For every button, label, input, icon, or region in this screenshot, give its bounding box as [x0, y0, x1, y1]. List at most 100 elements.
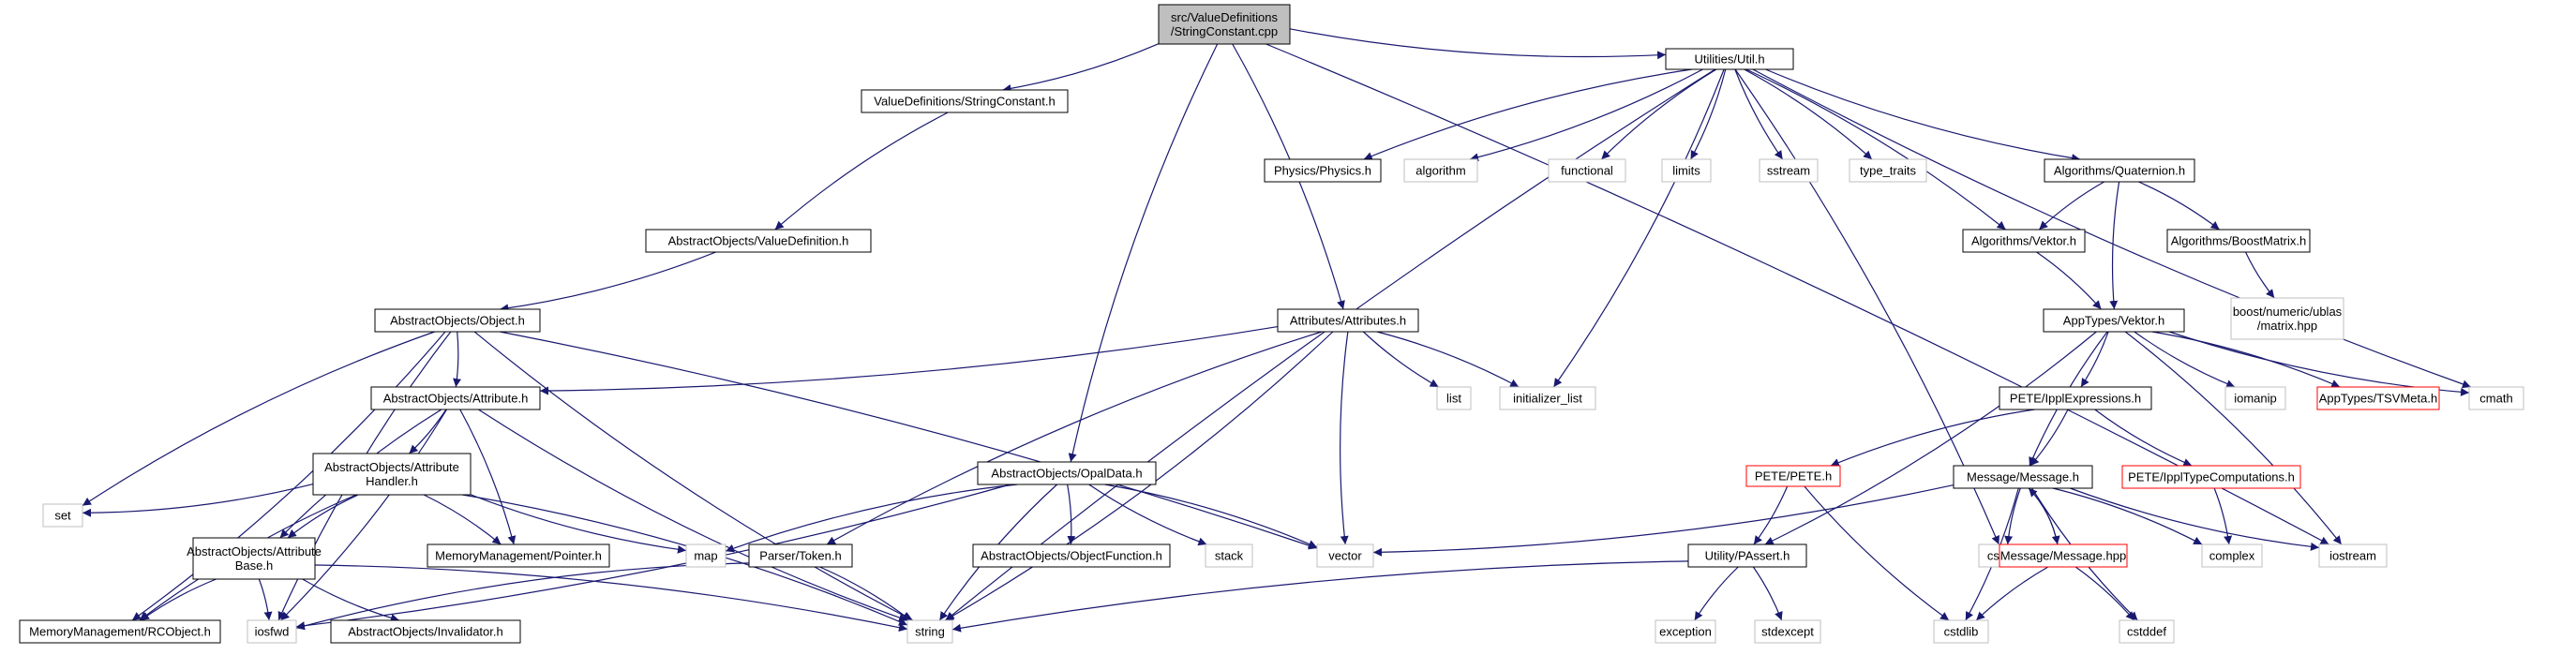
node-quaternion[interactable]: Algorithms/Quaternion.h	[2044, 158, 2195, 183]
edge-ipplcomp-to-complex	[2213, 487, 2233, 545]
edge-apvektor-to-cmath	[2168, 331, 2470, 396]
edge-apvektor-to-tsvmeta	[2151, 331, 2341, 388]
node-complex: complex	[2201, 543, 2263, 568]
node-box-msgh	[1953, 465, 2093, 489]
node-box-list	[1436, 386, 1472, 410]
edge-apvektor-to-iostream	[2124, 331, 2343, 545]
node-box-aoopal	[977, 461, 1157, 485]
node-box-aoinval	[330, 619, 521, 644]
node-aovaldef[interactable]: AbstractObjects/ValueDefinition.h	[645, 229, 872, 253]
node-iosfwd: iosfwd	[247, 619, 297, 644]
node-label-sstream-0: sstream	[1767, 164, 1810, 178]
node-sstream: sstream	[1759, 158, 1819, 183]
node-label-iostream-0: iostream	[2329, 549, 2376, 563]
node-apvektor[interactable]: AppTypes/Vektor.h	[2043, 308, 2185, 333]
edge-aoattribute-to-aohandler	[409, 409, 447, 454]
node-label-cstddef-0: cstddef	[2127, 625, 2166, 639]
edge-msgh-to-msghpp	[2028, 487, 2060, 545]
node-boostmatrix[interactable]: Algorithms/BoostMatrix.h	[2166, 229, 2311, 253]
node-label-aobase-0: AbstractObjects/Attribute	[187, 544, 322, 558]
node-box-aovaldef	[645, 229, 872, 253]
edge-aoobject-to-aoattribute	[453, 331, 462, 388]
edge-attributes-to-vector	[1340, 331, 1349, 545]
node-util[interactable]: Utilities/Util.h	[1665, 48, 1794, 70]
node-label-cmath-0: cmath	[2479, 392, 2512, 406]
node-aoopal[interactable]: AbstractObjects/OpalData.h	[977, 461, 1157, 485]
node-label-aoobject-0: AbstractObjects/Object.h	[390, 314, 525, 328]
edge-petepete-to-cstdlib	[1804, 485, 1950, 621]
node-aofunc[interactable]: AbstractObjects/ObjectFunction.h	[972, 543, 1171, 568]
edge-aohandler-to-set	[82, 483, 314, 517]
edge-apvektor-to-pete_ippl	[2080, 331, 2109, 388]
node-box-aofunc	[972, 543, 1171, 568]
node-label-pete_ippl-0: PETE/IpplExpressions.h	[2010, 392, 2141, 406]
node-label-complex-0: complex	[2209, 549, 2255, 563]
node-token[interactable]: Parser/Token.h	[748, 543, 853, 568]
node-aoattribute[interactable]: AbstractObjects/Attribute.h	[370, 386, 541, 410]
edge-root-to-vdsc	[1002, 43, 1160, 93]
node-label-aohandler-1: Handler.h	[366, 474, 418, 488]
node-attributes[interactable]: Attributes/Attributes.h	[1277, 308, 1419, 333]
node-msghpp[interactable]: Message/Message.hpp	[1999, 543, 2128, 568]
node-list: list	[1436, 386, 1472, 410]
node-msgh[interactable]: Message/Message.h	[1953, 465, 2093, 489]
node-mmrc[interactable]: MemoryManagement/RCObject.h	[19, 619, 221, 644]
node-label-aoopal-0: AbstractObjects/OpalData.h	[991, 467, 1142, 481]
node-box-iostream	[2318, 543, 2388, 568]
node-box-physics	[1264, 158, 1382, 183]
edge-quaternion-to-boostmatrix	[2138, 181, 2221, 231]
node-label-root-1: /StringConstant.cpp	[1171, 24, 1278, 38]
node-vdsc[interactable]: ValueDefinitions/StringConstant.h	[861, 89, 1069, 113]
node-aoinval[interactable]: AbstractObjects/Invalidator.h	[330, 619, 521, 644]
edge-attributes-to-list	[1362, 331, 1439, 388]
node-mmptr[interactable]: MemoryManagement/Pointer.h	[427, 543, 610, 568]
edge-aobase-to-aoinval	[302, 578, 400, 622]
node-label-ublas-1: /matrix.hpp	[2257, 319, 2317, 333]
node-box-map	[685, 543, 726, 568]
node-vector: vector	[1316, 543, 1374, 568]
edge-passert-to-string	[951, 560, 1689, 633]
edge-aoattribute-to-mmptr	[459, 409, 517, 545]
node-label-msgh-0: Message/Message.h	[1967, 470, 2079, 484]
edge-util-to-functional	[1600, 68, 1717, 160]
edge-apvektor-to-passert	[1764, 331, 2097, 545]
node-box-aobase	[192, 537, 316, 580]
edge-pete_ippl-to-ipplcomp	[2094, 409, 2193, 467]
node-box-pete_ippl	[1999, 386, 2152, 410]
edge-util-to-initlist	[1552, 68, 1725, 388]
node-label-util-0: Utilities/Util.h	[1694, 52, 1764, 67]
node-box-mmptr	[427, 543, 610, 568]
node-avektor[interactable]: Algorithms/Vektor.h	[1962, 229, 2086, 253]
node-label-ipplcomp-0: PETE/IpplTypeComputations.h	[2128, 470, 2295, 484]
edge-msghpp-to-cstddef	[2074, 566, 2135, 621]
edge-aoobject-to-string	[473, 331, 914, 621]
node-physics[interactable]: Physics/Physics.h	[1264, 158, 1382, 183]
node-box-string	[906, 619, 953, 644]
edge-aoopal-to-map	[725, 484, 1018, 553]
node-box-algorithm	[1403, 158, 1478, 183]
node-label-iomanip-0: iomanip	[2234, 392, 2277, 406]
edge-passert-to-stdexcept	[1752, 566, 1783, 621]
node-label-mmrc-0: MemoryManagement/RCObject.h	[29, 625, 211, 639]
edge-util-to-limits	[1690, 68, 1727, 160]
node-pete_ippl[interactable]: PETE/IpplExpressions.h	[1999, 386, 2152, 410]
node-ipplcomp[interactable]: PETE/IpplTypeComputations.h	[2121, 465, 2301, 489]
node-passert[interactable]: Utility/PAssert.h	[1687, 543, 1807, 568]
edge-msgh-to-vector	[1372, 484, 1954, 557]
node-layer: src/ValueDefinitions/StringConstant.cppV…	[19, 4, 2524, 644]
node-label-aoattribute-0: AbstractObjects/Attribute.h	[383, 392, 529, 406]
node-box-tsvmeta	[2316, 386, 2440, 410]
edge-aobase-to-iosfwd	[258, 578, 273, 621]
node-box-cmath	[2468, 386, 2524, 410]
node-box-exception	[1655, 619, 1716, 644]
edge-util-to-string	[945, 68, 1715, 621]
node-label-quaternion-0: Algorithms/Quaternion.h	[2054, 164, 2185, 178]
node-aoobject[interactable]: AbstractObjects/Object.h	[374, 308, 541, 333]
node-petepete[interactable]: PETE/PETE.h	[1745, 465, 1841, 487]
node-tsvmeta[interactable]: AppTypes/TSVMeta.h	[2316, 386, 2440, 410]
edge-attributes-to-aoattribute	[539, 325, 1279, 395]
node-root[interactable]: src/ValueDefinitions/StringConstant.cpp	[1158, 4, 1291, 45]
node-label-initlist-0: initializer_list	[1513, 392, 1582, 406]
